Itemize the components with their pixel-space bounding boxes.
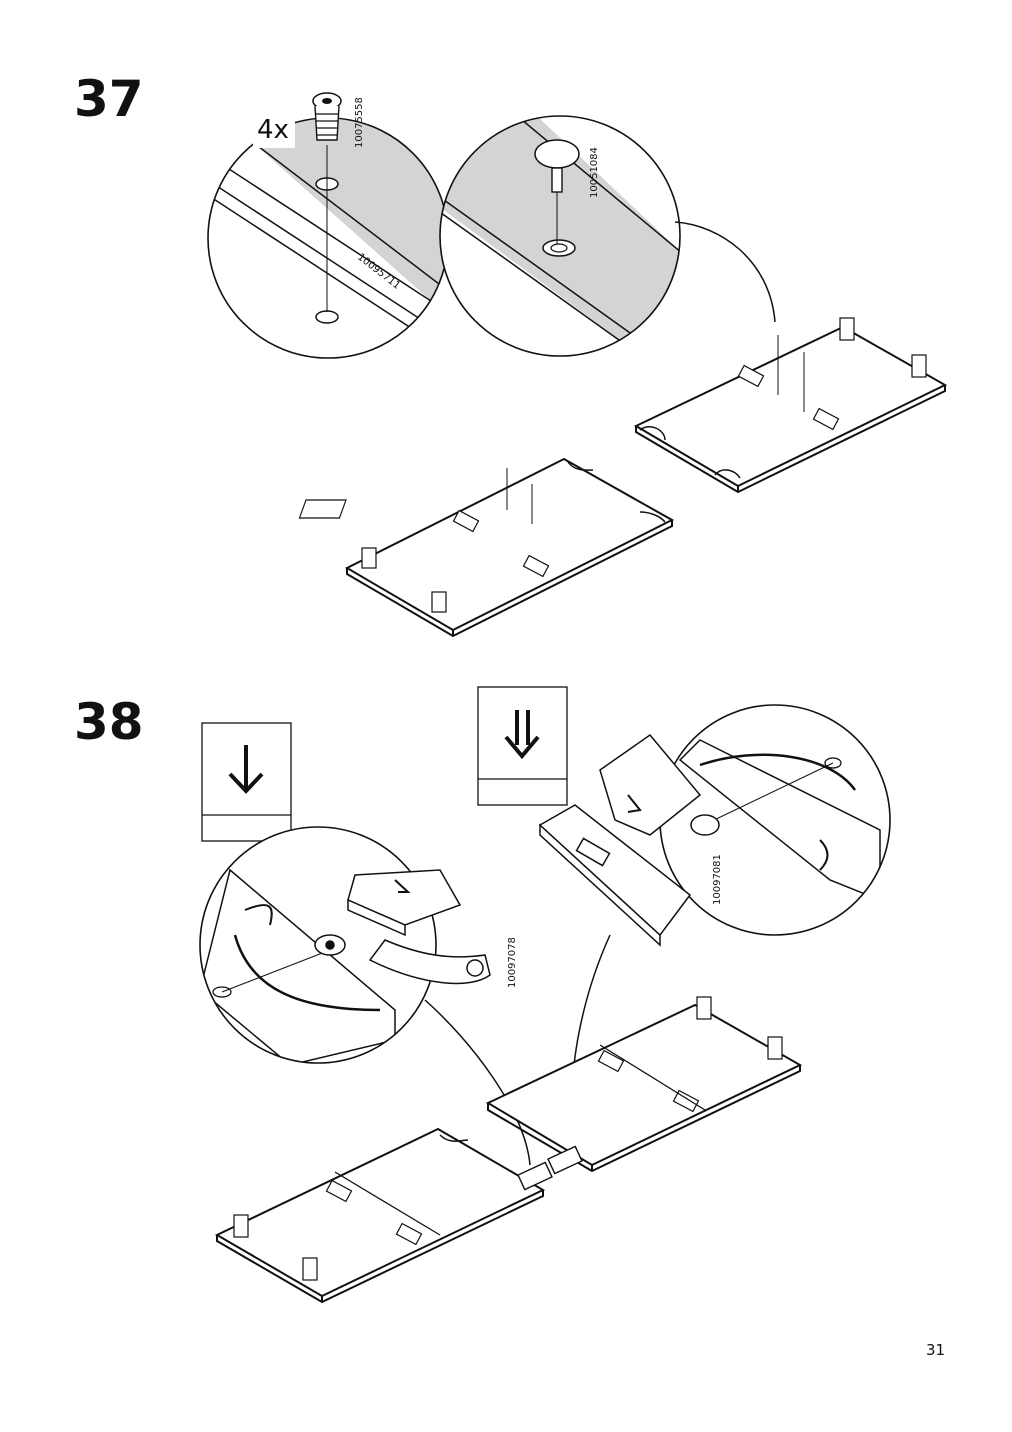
part-number-10097081: 10097081 bbox=[712, 854, 723, 905]
double-down-arrow-icon bbox=[477, 686, 568, 806]
panel-step38-left bbox=[214, 1127, 546, 1304]
connector-fitting-right bbox=[538, 733, 720, 947]
pin-part bbox=[534, 139, 580, 244]
part-number-10097078: 10097078 bbox=[507, 937, 518, 988]
panel-step38-right bbox=[485, 996, 803, 1191]
single-down-arrow-icon bbox=[201, 722, 292, 842]
detail-circle-dowel bbox=[207, 117, 449, 359]
step-number-38: 38 bbox=[74, 693, 144, 751]
page-number: 31 bbox=[926, 1341, 946, 1359]
part-number-10051084: 10051084 bbox=[589, 147, 600, 198]
panel-step37-left bbox=[298, 457, 675, 638]
step-number-37: 37 bbox=[74, 70, 144, 128]
quantity-label: 4x bbox=[257, 115, 289, 145]
part-number-10075558: 10075558 bbox=[354, 97, 365, 148]
detail-circle-connector-right bbox=[659, 704, 891, 936]
cam-dowel-part bbox=[253, 92, 342, 148]
callout-tail-left bbox=[424, 999, 531, 1166]
callout-tail bbox=[674, 221, 776, 323]
connector-fitting-left bbox=[314, 869, 491, 985]
panel-step37-right bbox=[633, 317, 948, 494]
